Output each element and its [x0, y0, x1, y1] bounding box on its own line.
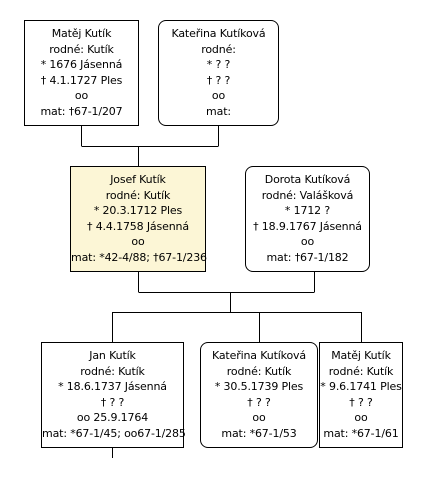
person-records: mat: †67-1/182 — [266, 250, 349, 264]
person-marriage: oo — [354, 411, 368, 424]
person-death: † 18.9.1767 Jásenná — [253, 219, 362, 233]
person-marriage: oo — [252, 411, 266, 424]
person-card-josef-kutik[interactable]: Josef Kutík rodné: Kutík * 20.3.1712 Ple… — [70, 166, 207, 272]
person-maiden-name: rodné: Kutík — [328, 364, 394, 378]
person-marriage: oo 25.9.1764 — [76, 411, 149, 424]
person-maiden-name: rodné: Kutík — [105, 188, 171, 202]
person-name: Kateřina Kutíková — [171, 27, 266, 40]
person-records: mat: *67-1/45; oo67-1/285 — [42, 426, 186, 440]
person-maiden-name: rodné: Kutík — [226, 364, 292, 378]
person-name: Josef Kutík — [110, 173, 166, 186]
person-maiden-name: rodné: Kutík — [80, 364, 145, 378]
person-death: † ? ? — [247, 395, 271, 409]
person-records: mat: *42-4/88; †67-1/236 — [71, 250, 207, 264]
person-records: mat: *67-1/53 — [221, 426, 297, 440]
person-card-dorota-kutikova[interactable]: Dorota Kutíková rodné: Valášková * 1712 … — [245, 166, 370, 272]
person-maiden-name: rodné: Kutík — [49, 42, 114, 56]
person-maiden-name: rodné: — [201, 42, 236, 56]
person-records: mat: †67-1/207 — [40, 104, 123, 118]
person-marriage: oo — [211, 89, 226, 102]
person-birth: * 30.5.1739 Ples — [214, 380, 304, 393]
person-card-matej-kutik-child[interactable]: Matěj Kutík rodné: Kutík * 9.6.1741 Ples… — [319, 342, 403, 448]
person-name: Matěj Kutík — [51, 27, 112, 40]
person-maiden-name: rodné: Valášková — [261, 188, 354, 202]
person-card-jan-kutik[interactable]: Jan Kutík rodné: Kutík * 18.6.1737 Jásen… — [41, 342, 186, 448]
person-card-katerina-kutikova-child[interactable]: Kateřina Kutíková rodné: Kutík * 30.5.17… — [200, 342, 318, 448]
person-marriage: oo — [300, 235, 315, 248]
person-death: † 4.1.1727 Ples — [40, 73, 123, 87]
person-marriage: oo — [74, 89, 89, 102]
person-birth: * ? ? — [206, 58, 231, 71]
person-birth: * 20.3.1712 Ples — [93, 204, 183, 217]
person-death: † 4.4.1758 Jásenná — [87, 219, 189, 233]
person-marriage: oo — [131, 235, 145, 248]
person-name: Jan Kutík — [89, 349, 136, 362]
person-card-matej-kutik-father[interactable]: Matěj Kutík rodné: Kutík * 1676 Jásenná … — [24, 20, 139, 126]
person-name: Dorota Kutíková — [264, 173, 351, 186]
person-birth: * 18.6.1737 Jásenná — [58, 380, 167, 393]
person-name: Matěj Kutík — [331, 349, 391, 362]
person-card-katerina-kutikova-mother[interactable]: Kateřina Kutíková rodné: * ? ? † ? ? oo … — [158, 20, 279, 126]
person-death: † ? ? — [349, 395, 373, 409]
person-records: mat: — [206, 104, 231, 118]
person-name: Kateřina Kutíková — [211, 349, 307, 362]
person-death: † ? ? — [100, 395, 125, 409]
person-death: † ? ? — [206, 73, 231, 87]
person-records: mat: *67-1/61 — [323, 426, 399, 440]
person-birth: * 1676 Jásenná — [40, 58, 123, 71]
person-birth: * 9.6.1741 Ples — [320, 380, 402, 393]
person-birth: * 1712 ? — [284, 204, 331, 217]
